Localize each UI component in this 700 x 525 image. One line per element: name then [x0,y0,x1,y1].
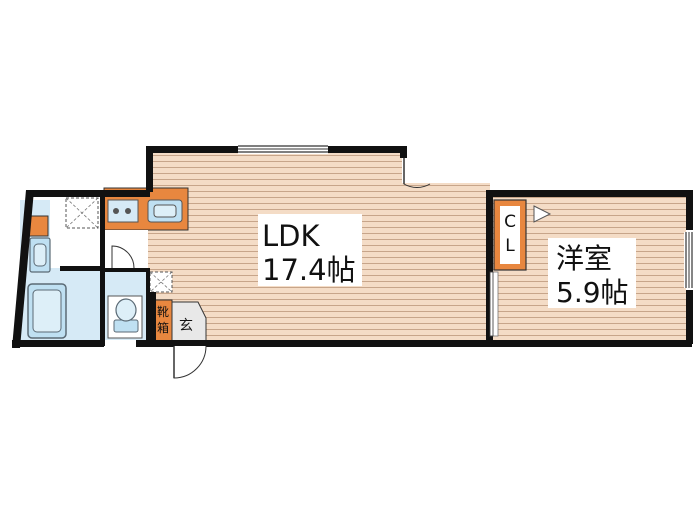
washbasin [29,237,51,273]
ldk-label-box [258,214,362,286]
hallway-door [111,245,135,269]
entrance-floor [171,301,207,343]
windows [238,144,694,337]
shoe-box-label-2: 箱 [157,320,169,335]
closet-door-triangle [533,205,552,223]
shoe-box-label-1: 靴 [157,305,169,319]
entrance-door [173,345,207,379]
ldk-room-name: LDK [262,219,320,253]
western-room-area: 5.9帖 [556,276,629,309]
bathtub [27,283,67,339]
balcony-door [403,158,431,188]
closet-label-box [500,206,520,264]
toilet [107,295,143,339]
closet-label-c: C [504,212,516,232]
closet-label-l: L [505,236,515,256]
western-label-box [548,238,636,308]
washing-machine-space [65,197,99,229]
ldk-room-area: 17.4帖 [262,253,356,287]
entrance-label: 玄 [179,317,193,334]
western-room-name: 洋室 [556,242,612,275]
